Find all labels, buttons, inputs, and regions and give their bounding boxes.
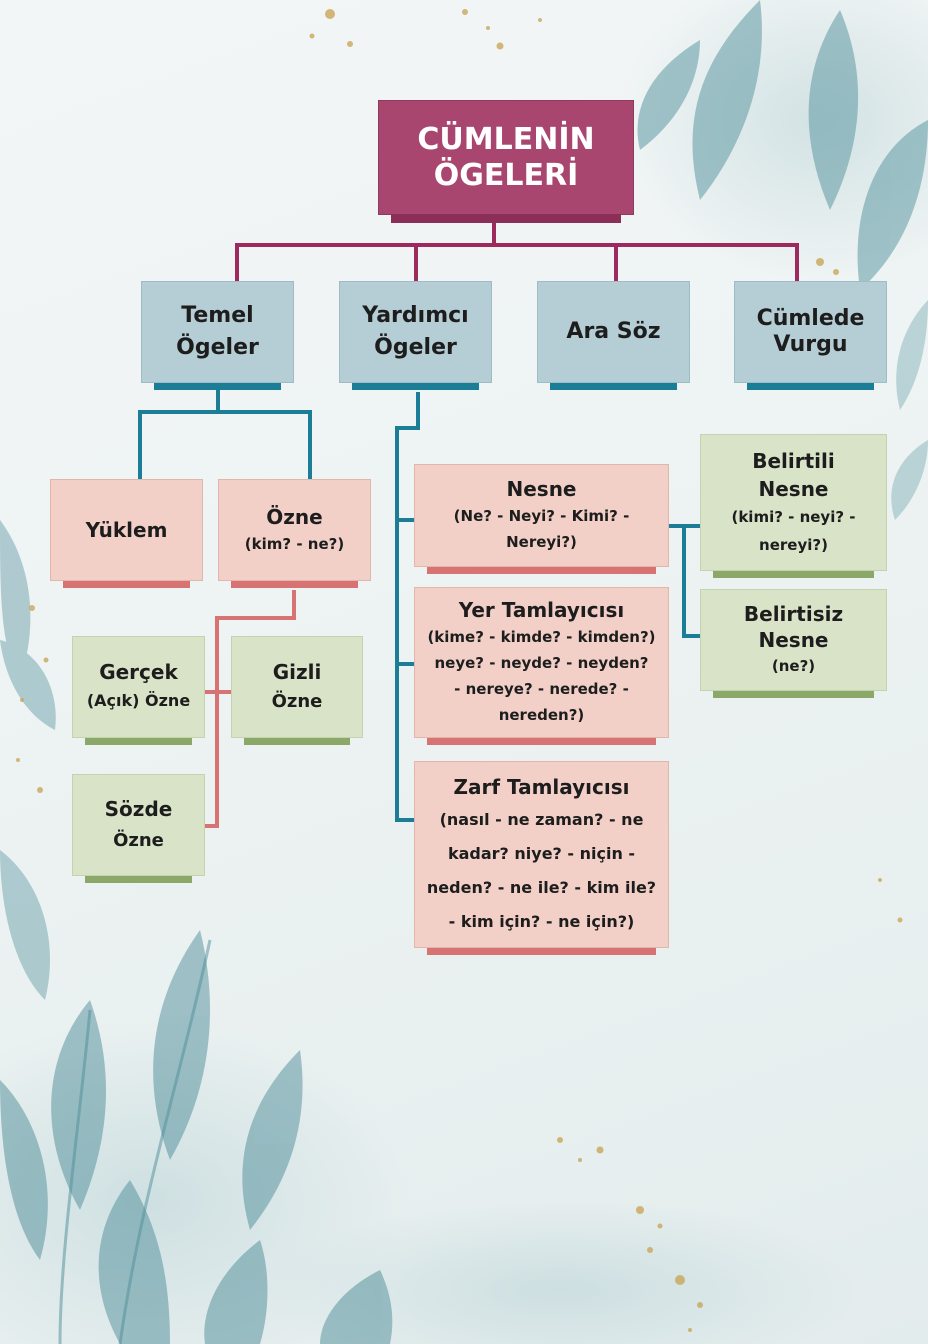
root-connectors — [235, 215, 799, 282]
category-yardimci-ogeler: Yardımcı Ögeler — [339, 281, 492, 390]
gizli-ozne-line2: Özne — [271, 691, 323, 712]
ozne-box: Özne (kim? - ne?) — [218, 479, 371, 588]
gizli-ozne-box: Gizli Özne — [231, 636, 363, 745]
yer-tamlayicisi-q3: - nereye? - nerede? - — [454, 680, 629, 698]
yer-tamlayicisi-box: Yer Tamlayıcısı (kime? - kimde? - kimden… — [414, 587, 669, 745]
zarf-tamlayicisi-q3: neden? - ne ile? - kim ile? — [426, 877, 657, 897]
category-yardimci-line1: Yardımcı — [362, 303, 469, 328]
yardimci-connectors — [395, 392, 420, 822]
zarf-tamlayicisi-q1: (nasıl - ne zaman? - ne — [439, 809, 644, 829]
zarf-tamlayicisi-q2: kadar? niye? - niçin - — [447, 843, 636, 863]
category-yardimci-line2: Ögeler — [374, 335, 457, 360]
category-ara-soz: Ara Söz — [537, 281, 690, 390]
gercek-ozne-box: Gerçek (Açık) Özne — [72, 636, 205, 745]
sozde-ozne-box: Sözde Özne — [72, 774, 205, 883]
yer-tamlayicisi-q1: (kime? - kimde? - kimden?) — [427, 628, 656, 646]
zarf-tamlayicisi-title: Zarf Tamlayıcısı — [453, 774, 630, 799]
ozne-title: Özne — [266, 504, 323, 529]
category-ara-soz-label: Ara Söz — [566, 319, 661, 344]
zarf-tamlayicisi-box: Zarf Tamlayıcısı (nasıl - ne zaman? - ne… — [414, 761, 669, 955]
nesne-title: Nesne — [506, 477, 577, 501]
category-temel-line1: Temel — [181, 303, 254, 328]
ozne-question: (kim? - ne?) — [244, 534, 345, 553]
gizli-ozne-line1: Gizli — [272, 660, 322, 684]
belirtili-nesne-q2: nereyi?) — [759, 535, 828, 554]
yuklem-label: Yüklem — [85, 517, 168, 542]
yer-tamlayicisi-q4: nereden?) — [498, 706, 585, 724]
category-vurgu-line2: Vurgu — [773, 332, 848, 357]
nesne-question-line1: (Ne? - Neyi? - Kimi? - — [453, 507, 630, 525]
yer-tamlayicisi-q2: neye? - neyde? - neyden? — [434, 654, 649, 672]
gercek-ozne-line2: (Açık) Özne — [86, 690, 191, 710]
belirtisiz-nesne-box: Belirtisiz Nesne (ne?) — [700, 589, 887, 698]
belirtili-nesne-line2: Nesne — [758, 476, 829, 501]
category-cumlede-vurgu: Cümlede Vurgu — [734, 281, 887, 390]
root-title-line1: CÜMLENİN — [417, 121, 595, 157]
zarf-tamlayicisi-q4: - kim için? - ne için?) — [448, 911, 635, 931]
belirtisiz-nesne-q1: (ne?) — [771, 657, 816, 675]
nesne-box: Nesne (Ne? - Neyi? - Kimi? - Nereyi?) — [414, 464, 669, 574]
yuklem-box: Yüklem — [50, 479, 203, 588]
belirtisiz-nesne-line2: Nesne — [758, 628, 829, 652]
ozne-connectors — [205, 590, 296, 828]
belirtisiz-nesne-line1: Belirtisiz — [743, 602, 844, 626]
root-title-line2: ÖGELERİ — [433, 157, 579, 193]
gercek-ozne-line1: Gerçek — [99, 659, 178, 684]
belirtili-nesne-line1: Belirtili — [752, 448, 835, 473]
belirtili-nesne-box: Belirtili Nesne (kimi? - neyi? - nereyi?… — [700, 434, 887, 578]
category-temel-ogeler: Temel Ögeler — [141, 281, 294, 390]
category-vurgu-line1: Cümlede — [756, 306, 865, 331]
nesne-connectors — [668, 524, 700, 638]
category-temel-line2: Ögeler — [176, 335, 259, 360]
belirtili-nesne-q1: (kimi? - neyi? - — [731, 507, 856, 526]
temel-connectors — [138, 390, 312, 480]
sozde-ozne-line1: Sözde — [104, 797, 173, 821]
root-title-box: CÜMLENİN ÖGELERİ — [378, 100, 634, 223]
yer-tamlayicisi-title: Yer Tamlayıcısı — [458, 598, 625, 622]
sozde-ozne-line2: Özne — [113, 830, 164, 851]
nesne-question-line2: Nereyi?) — [506, 533, 577, 551]
